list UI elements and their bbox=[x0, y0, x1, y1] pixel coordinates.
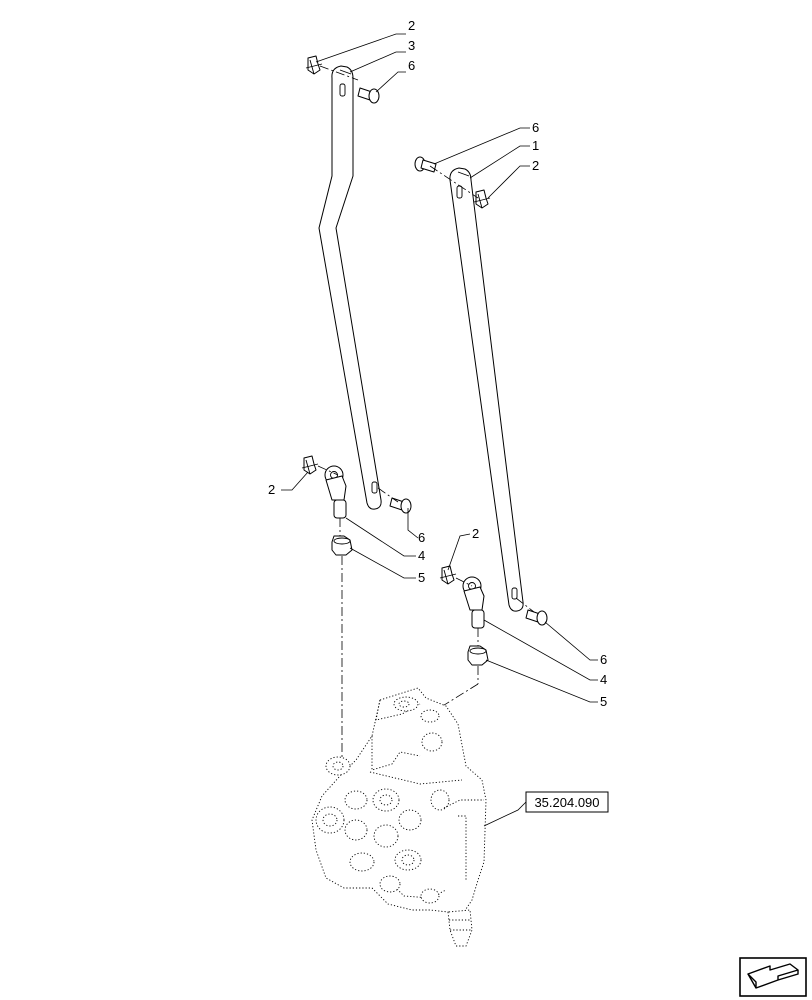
callout-2: 2 bbox=[408, 18, 415, 33]
callout-5: 5 bbox=[600, 694, 607, 709]
reference-box[interactable]: 35.204.090 bbox=[525, 791, 609, 813]
left-linkage-rod bbox=[318, 65, 382, 510]
clip-top-right bbox=[473, 189, 491, 209]
callout-6: 6 bbox=[408, 58, 415, 73]
pin-top-left bbox=[357, 87, 380, 104]
control-valve bbox=[311, 687, 487, 947]
callout-5: 5 bbox=[418, 570, 425, 585]
callouts-top-left: 2 3 6 bbox=[408, 18, 415, 73]
callouts-top-right: 6 1 2 bbox=[532, 120, 539, 173]
nut-left bbox=[331, 535, 353, 556]
callouts-mid-left: 2 6 4 5 bbox=[268, 482, 425, 585]
callout-4: 4 bbox=[600, 672, 607, 687]
pin-mid-left bbox=[389, 497, 412, 514]
clip-mid-right bbox=[439, 565, 457, 585]
callout-2: 2 bbox=[532, 158, 539, 173]
callout-4: 4 bbox=[418, 548, 425, 563]
rod-end-right bbox=[462, 576, 485, 629]
callouts-mid-right: 2 6 4 5 bbox=[472, 526, 607, 709]
callout-1: 1 bbox=[532, 138, 539, 153]
callout-6: 6 bbox=[418, 530, 425, 545]
callout-6: 6 bbox=[532, 120, 539, 135]
nut-right bbox=[467, 645, 489, 666]
callout-6: 6 bbox=[600, 652, 607, 667]
reference-label: 35.204.090 bbox=[534, 795, 599, 810]
clip-mid-left bbox=[301, 455, 319, 475]
callout-2: 2 bbox=[268, 482, 275, 497]
callout-3: 3 bbox=[408, 38, 415, 53]
pin-top-right bbox=[414, 156, 437, 173]
leader-lines bbox=[281, 33, 598, 827]
rod-end-left bbox=[324, 465, 347, 519]
right-linkage-rod bbox=[449, 167, 524, 612]
pin-mid-right bbox=[525, 609, 548, 626]
clip-top-left bbox=[305, 55, 323, 75]
callout-2: 2 bbox=[472, 526, 479, 541]
next-page-arrow-icon[interactable] bbox=[739, 957, 807, 997]
